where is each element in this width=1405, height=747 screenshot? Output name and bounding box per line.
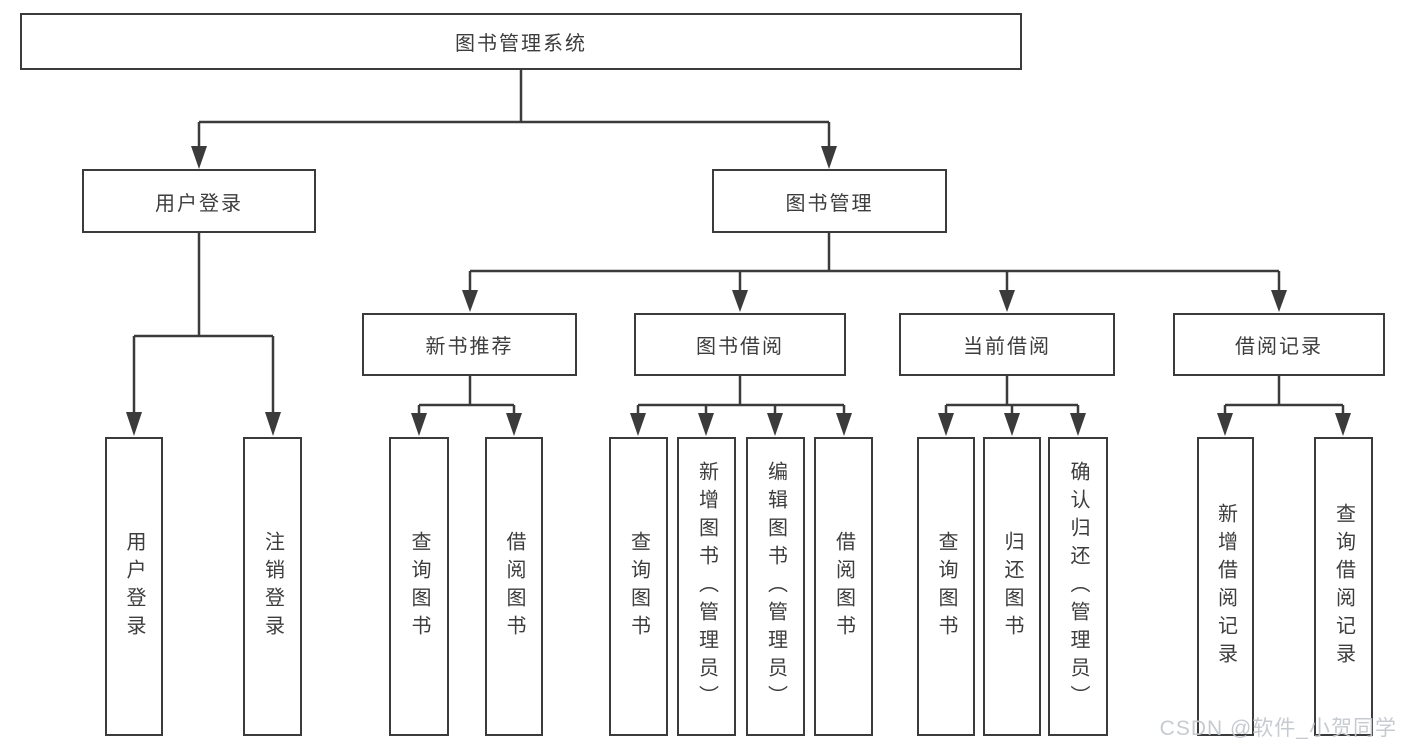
- arrow-icon: [265, 412, 281, 436]
- node-label: 查询图书: [408, 530, 430, 643]
- arrow-icon: [630, 413, 646, 436]
- arrow-icon: [698, 413, 714, 436]
- leaf-user-login: 用户登录: [105, 437, 163, 736]
- arrow-icon: [126, 412, 142, 436]
- node-label: 借阅图书: [503, 530, 525, 643]
- leaf-query-books-newrec: 查询图书: [389, 437, 449, 736]
- fork-new-book-rec: [417, 376, 516, 415]
- node-user-login: 用户登录: [82, 169, 316, 233]
- fork-current-borrow: [944, 376, 1080, 415]
- node-label: 用户登录: [123, 530, 145, 643]
- node-library-management-system: 图书管理系统: [20, 13, 1022, 70]
- fork-user-login: [132, 233, 275, 414]
- leaf-edit-books-admin: 编辑图书（管理员）: [746, 437, 805, 736]
- node-borrowing-records: 借阅记录: [1173, 313, 1385, 376]
- fork-book-borrow: [636, 376, 846, 415]
- node-current-borrowing: 当前借阅: [899, 313, 1115, 376]
- node-book-borrowing: 图书借阅: [634, 313, 846, 376]
- csdn-watermark: CSDN @软件_小贺同学: [1159, 717, 1397, 740]
- node-label: 确认归还（管理员）: [1067, 460, 1089, 713]
- node-label: 借阅记录: [1235, 336, 1323, 358]
- leaf-add-books-admin: 新增图书（管理员）: [677, 437, 736, 736]
- node-label: 新书推荐: [425, 336, 514, 358]
- leaf-add-borrow-record: 新增借阅记录: [1197, 437, 1254, 736]
- leaf-return-books: 归还图书: [983, 437, 1041, 736]
- arrow-icon: [1217, 413, 1233, 436]
- node-label: 编辑图书（管理员）: [764, 460, 787, 713]
- leaf-borrow-books-borrow: 借阅图书: [814, 437, 873, 736]
- node-label: 归还图书: [1001, 530, 1023, 643]
- node-label: 图书借阅: [696, 336, 784, 358]
- arrow-icon: [1070, 413, 1086, 436]
- fork-borrow-record: [1223, 376, 1345, 415]
- leaf-logout: 注销登录: [243, 437, 302, 736]
- arrow-icon: [506, 413, 522, 436]
- arrow-icon: [732, 290, 748, 312]
- arrow-icon: [462, 290, 478, 312]
- leaf-borrow-books-newrec: 借阅图书: [485, 437, 543, 736]
- node-label: 图书管理: [785, 192, 874, 215]
- fork-book-mgmt: [468, 233, 1281, 291]
- arrow-icon: [1335, 413, 1351, 436]
- arrow-icon: [836, 413, 852, 436]
- leaf-query-books-current: 查询图书: [917, 437, 975, 736]
- arrow-icon: [1004, 413, 1020, 436]
- leaf-confirm-return-admin: 确认归还（管理员）: [1048, 437, 1108, 736]
- node-label: 新增借阅记录: [1214, 502, 1237, 671]
- node-label: 当前借阅: [963, 336, 1051, 358]
- arrow-icon: [1271, 290, 1287, 312]
- fork-root: [197, 69, 831, 148]
- arrow-icon: [821, 146, 837, 169]
- leaf-query-borrow-record: 查询借阅记录: [1314, 437, 1373, 736]
- node-label: 用户登录: [155, 192, 243, 215]
- leaf-query-books-borrow: 查询图书: [609, 437, 668, 736]
- arrow-icon: [191, 146, 207, 169]
- node-label: 查询图书: [935, 530, 957, 643]
- node-new-book-recommendation: 新书推荐: [362, 313, 577, 376]
- arrow-icon: [411, 413, 427, 436]
- arrow-icon: [767, 413, 783, 436]
- node-label: 图书管理系统: [455, 33, 587, 55]
- node-label: 查询借阅记录: [1332, 502, 1355, 671]
- arrow-icon: [999, 290, 1015, 312]
- node-label: 注销登录: [261, 530, 284, 643]
- node-book-management: 图书管理: [712, 169, 947, 233]
- node-label: 查询图书: [627, 530, 650, 643]
- node-label: 新增图书（管理员）: [695, 460, 718, 713]
- arrow-icon: [938, 413, 954, 436]
- node-label: 借阅图书: [832, 530, 855, 643]
